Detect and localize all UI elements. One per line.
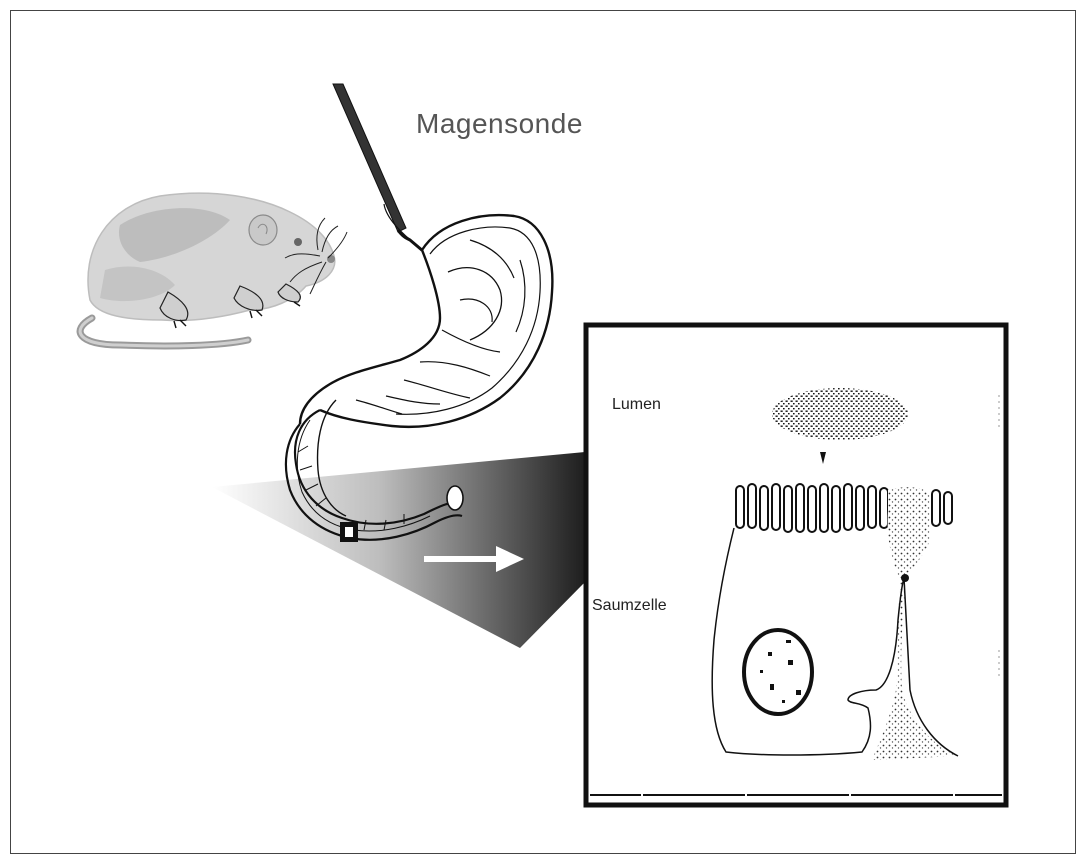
- capsule-marker: [340, 522, 358, 542]
- hamster-illustration: [80, 193, 347, 346]
- cell-label: Saumzelle: [592, 597, 667, 615]
- probe-label: Magensonde: [416, 108, 583, 140]
- magnification-wedge: [212, 452, 585, 648]
- lumen-label: Lumen: [612, 396, 661, 414]
